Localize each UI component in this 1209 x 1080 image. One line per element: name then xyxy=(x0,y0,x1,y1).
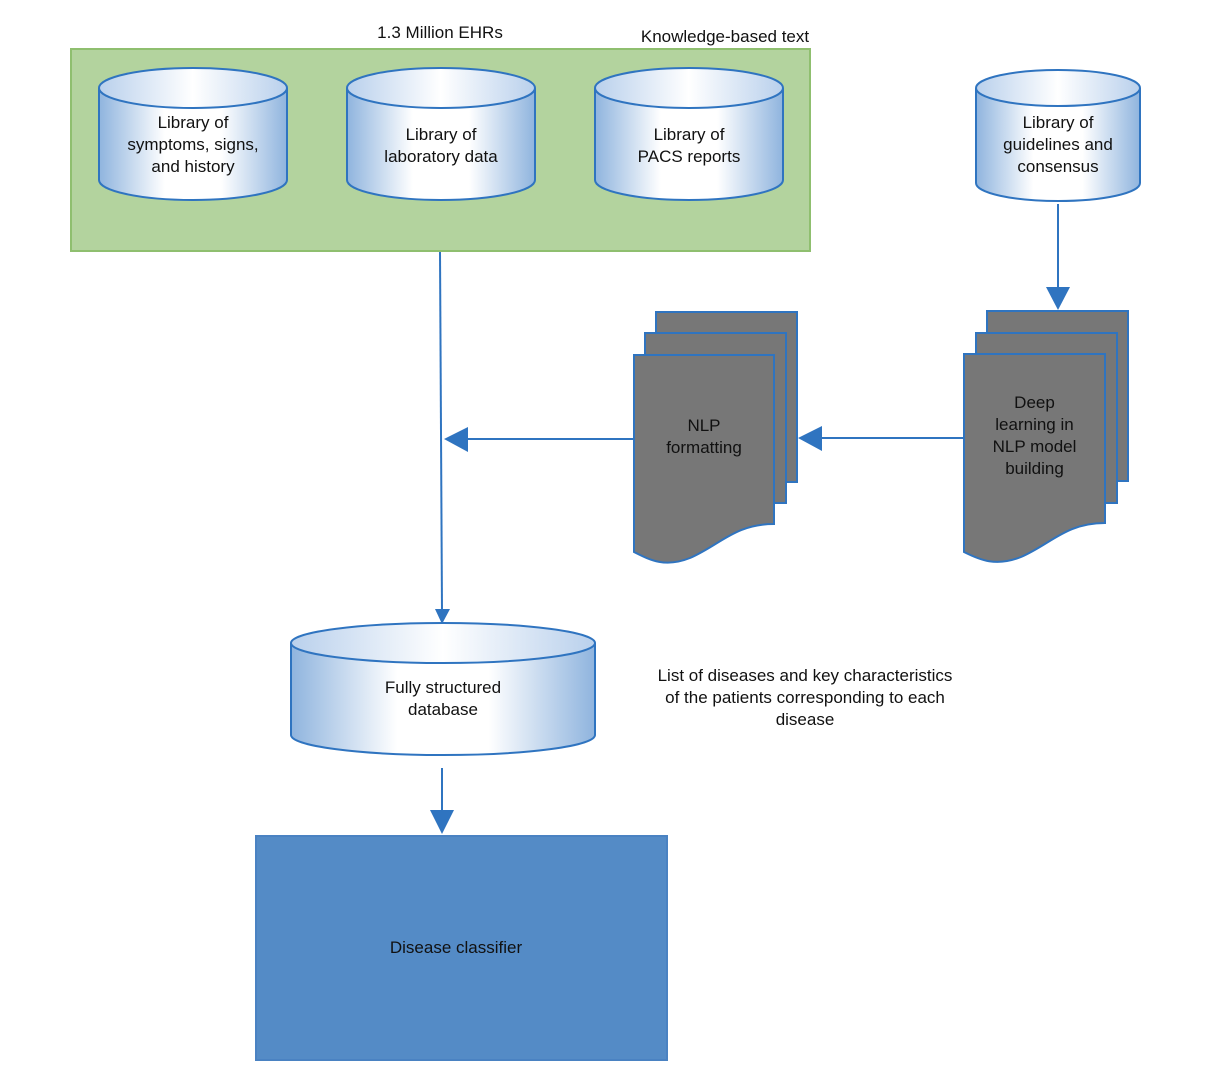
pacs-library-label: Library of PACS reports xyxy=(637,125,741,166)
disease-classifier-label: Disease classifier xyxy=(389,938,523,957)
arrow-structured-db-to-classifier xyxy=(430,768,454,834)
arrow-ehr-to-structured-db xyxy=(435,251,450,624)
knowledge-based-text-label: Knowledge-based text xyxy=(640,27,810,46)
cylinder-guidelines xyxy=(975,69,1141,202)
cylinder-laboratory xyxy=(346,67,536,201)
arrow-deep-learning-to-nlp xyxy=(798,426,964,451)
cylinder-structured-database xyxy=(290,622,596,756)
laboratory-library-label: Library of laboratory data xyxy=(384,125,498,166)
symptoms-library-label: Library of symptoms, signs, and history xyxy=(127,113,259,176)
nlp-formatting-label: NLP formatting xyxy=(666,416,742,457)
guidelines-library-label: Library of guidelines and consensus xyxy=(1003,113,1113,176)
arrow-guidelines-to-deep-learning xyxy=(1046,204,1070,310)
disease-classifier-box xyxy=(255,835,668,1061)
structured-database-label: Fully structured database xyxy=(384,678,502,719)
ehr-group-label: 1.3 Million EHRs xyxy=(377,23,503,42)
cylinder-pacs xyxy=(594,67,784,201)
arrow-nlp-to-ehr-line xyxy=(444,427,634,452)
cylinder-symptoms xyxy=(98,67,288,201)
deep-learning-label: Deep learning in NLP model building xyxy=(992,393,1077,478)
diseases-annotation: List of diseases and key characteristics… xyxy=(657,666,953,729)
document-stack-deep-learning xyxy=(963,310,1129,563)
document-stack-nlp-formatting xyxy=(633,311,798,564)
